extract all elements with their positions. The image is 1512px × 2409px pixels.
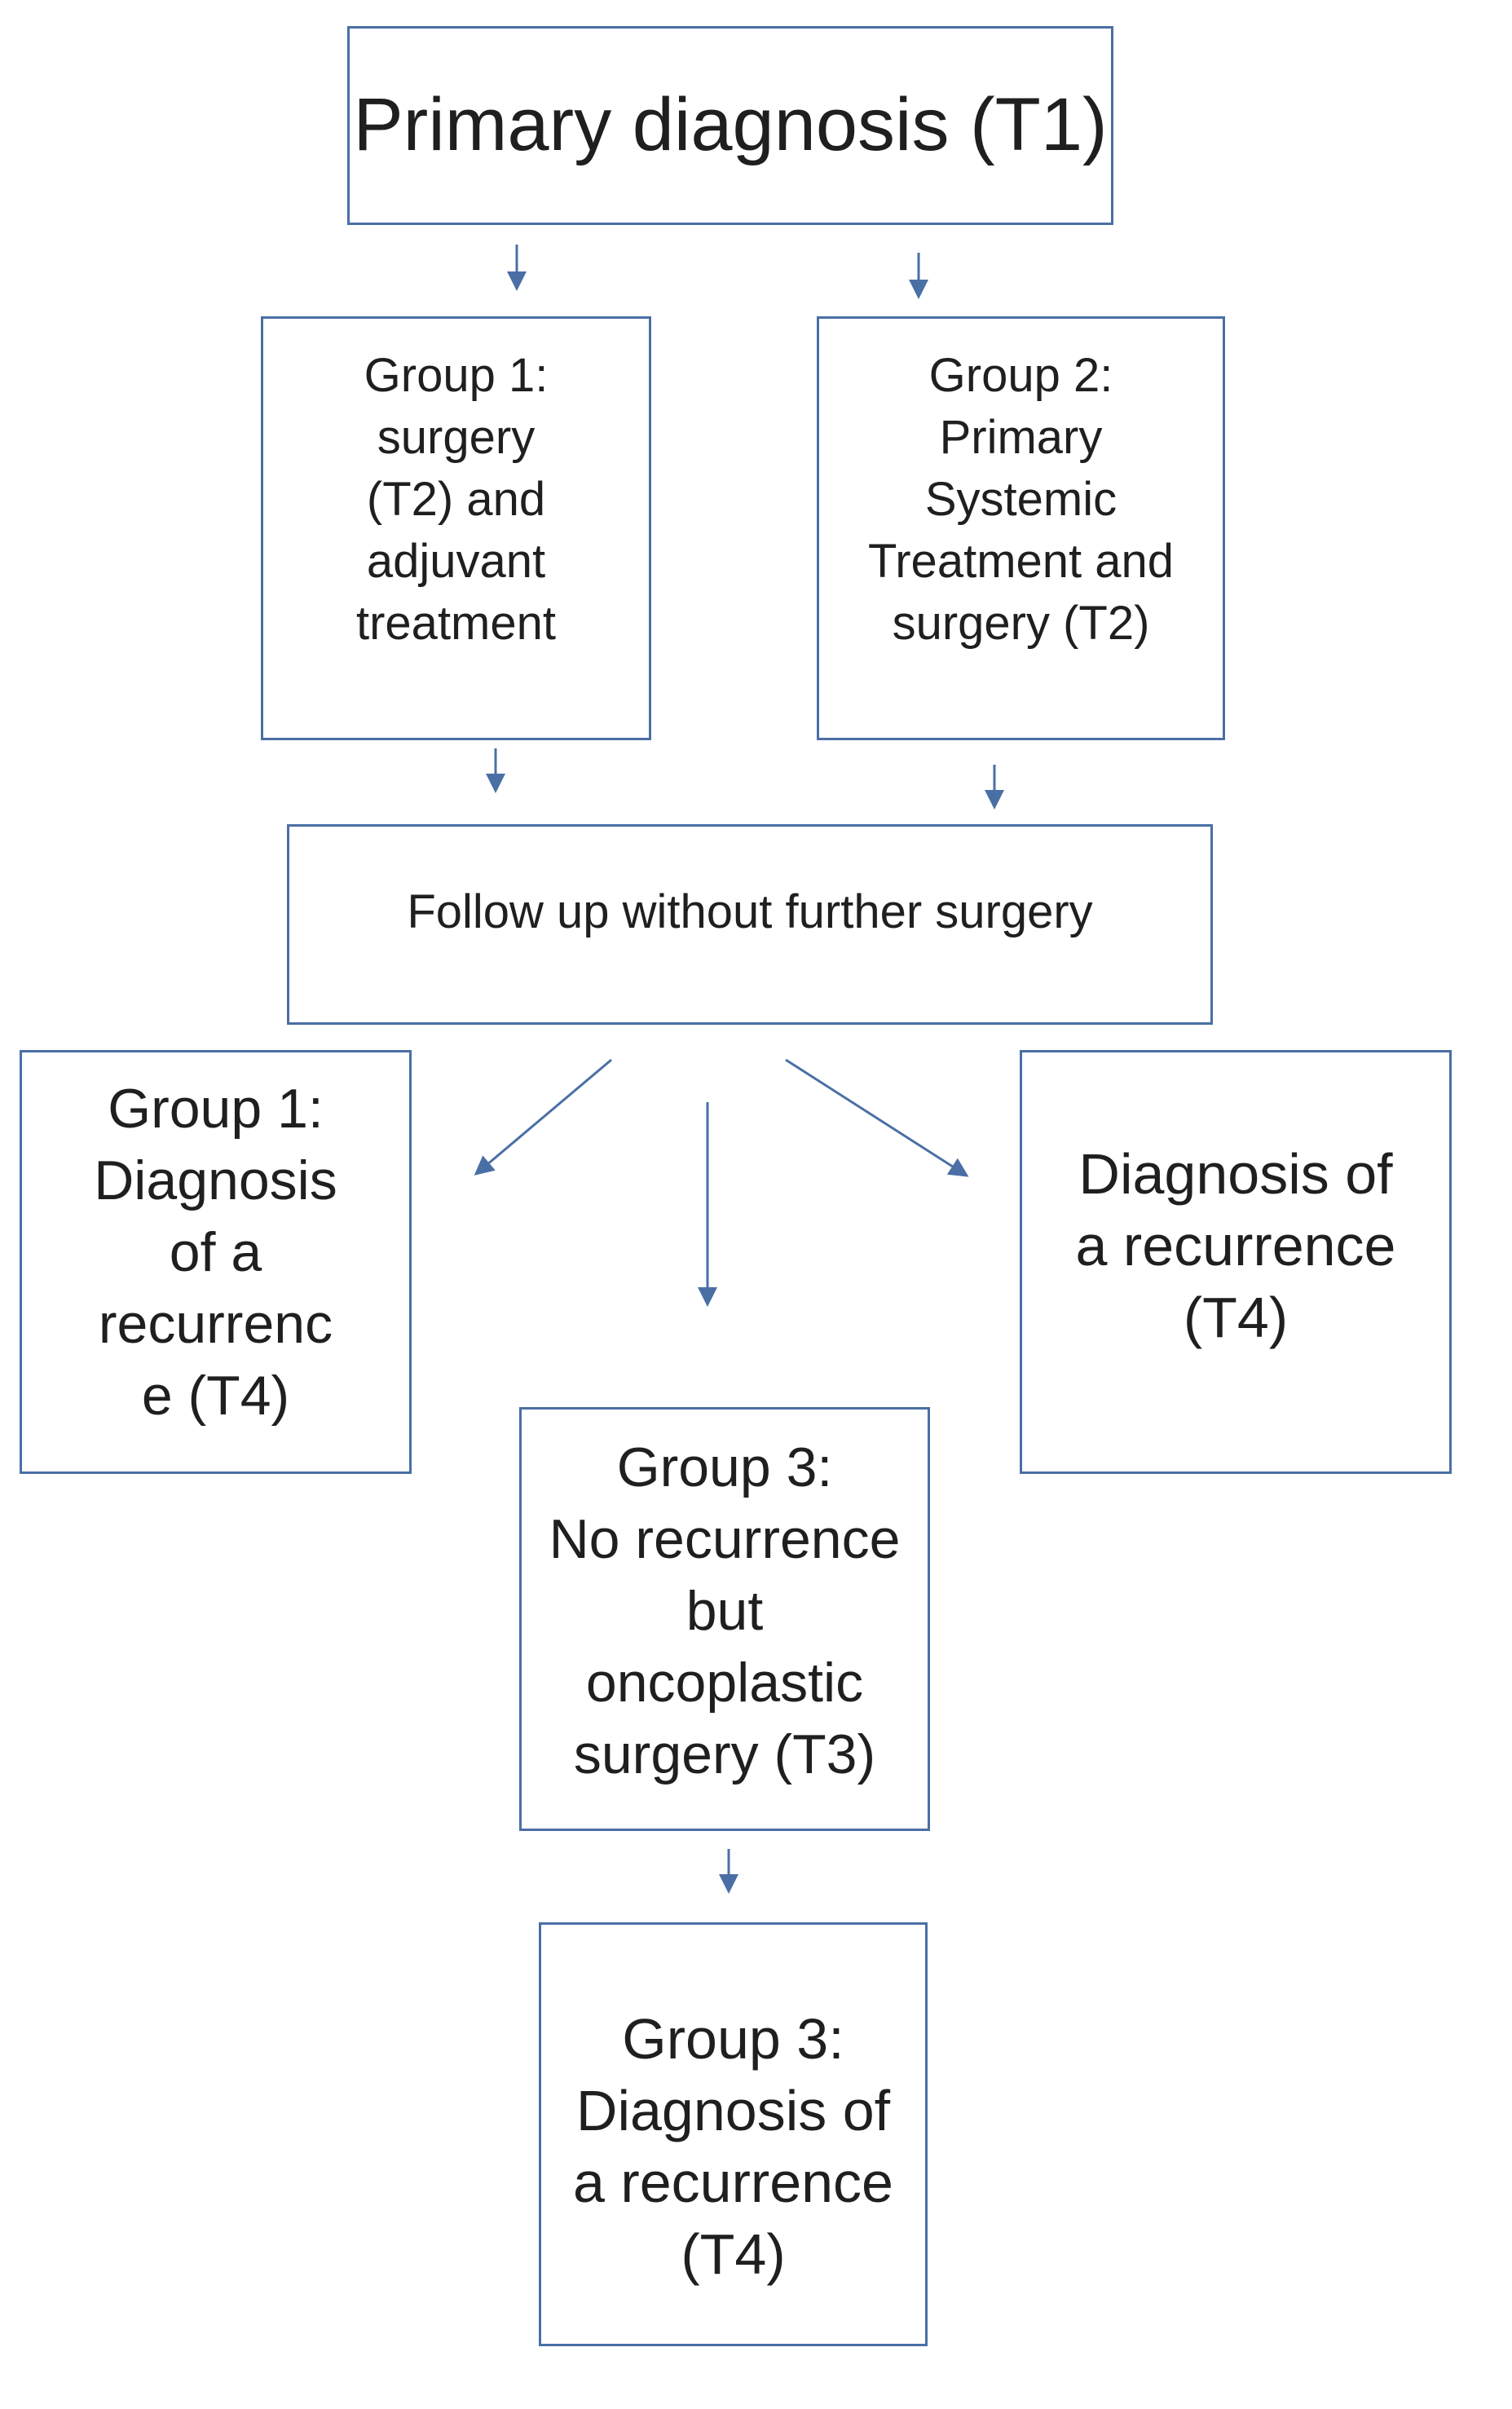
node-group1-recurrence: Group 1: Diagnosis of a recurrenc e (T4) [20, 1050, 412, 1474]
node-recurrence-right-label: Diagnosis of a recurrence (T4) [1075, 1142, 1396, 1349]
arrow-followup-to-recurrence-right [785, 1058, 969, 1177]
node-recurrence-right: Diagnosis of a recurrence (T4) [1020, 1050, 1452, 1474]
node-group2-label: Group 2: Primary Systemic Treatment and … [867, 349, 1175, 650]
node-group3-oncoplastic-surgery: Group 3: No recurrence but oncoplastic s… [519, 1407, 930, 1831]
node-group2-primary-systemic-treatment: Group 2: Primary Systemic Treatment and … [817, 316, 1225, 740]
node-group1-surgery-label: Group 1: surgery (T2) and adjuvant treat… [356, 349, 556, 650]
node-group3-oncoplastic-label: Group 3: No recurrence but oncoplastic s… [549, 1436, 901, 1785]
node-group1-recurrence-label: Group 1: Diagnosis of a recurrenc e (T4) [94, 1078, 337, 1427]
node-group1-surgery: Group 1: surgery (T2) and adjuvant treat… [261, 316, 651, 740]
arrow-followup-to-group1-recurrence [474, 1058, 612, 1176]
node-group3-recurrence: Group 3: Diagnosis of a recurrence (T4) [539, 1922, 928, 2346]
node-follow-up-label: Follow up without further surgery [407, 885, 1093, 939]
node-follow-up: Follow up without further surgery [287, 824, 1213, 1025]
node-primary-diagnosis-label: Primary diagnosis (T1) [353, 83, 1108, 167]
node-primary-diagnosis: Primary diagnosis (T1) [347, 26, 1113, 225]
node-group3-recurrence-label: Group 3: Diagnosis of a recurrence (T4) [573, 2007, 893, 2286]
